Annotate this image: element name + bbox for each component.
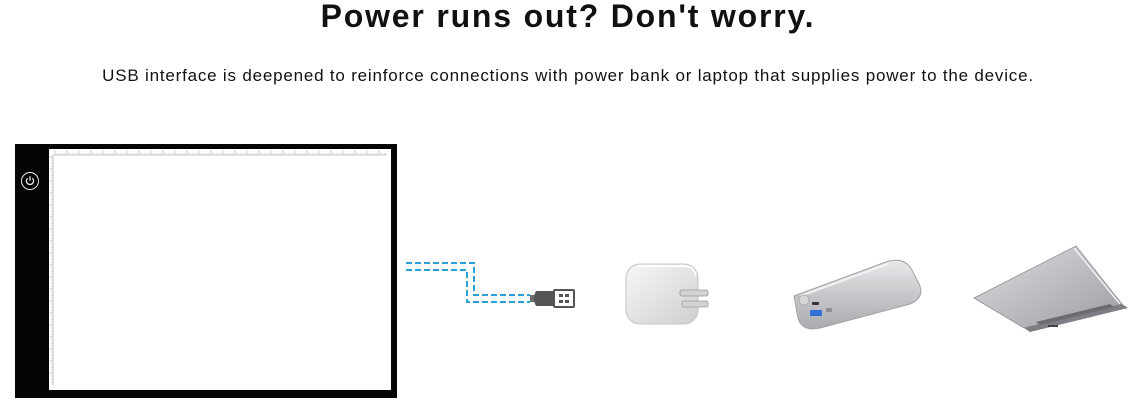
laptop-icon	[973, 245, 1128, 332]
tablet-ruler	[49, 150, 387, 385]
headline: Power runs out? Don't worry.	[320, 0, 816, 34]
power-bank-icon	[793, 259, 922, 330]
wall-charger-icon	[625, 263, 709, 325]
subheadline: USB interface is deepened to reinforce c…	[102, 66, 1034, 85]
tablet-light-area	[49, 149, 391, 390]
power-icon	[21, 172, 39, 190]
usb-cable	[406, 262, 575, 308]
